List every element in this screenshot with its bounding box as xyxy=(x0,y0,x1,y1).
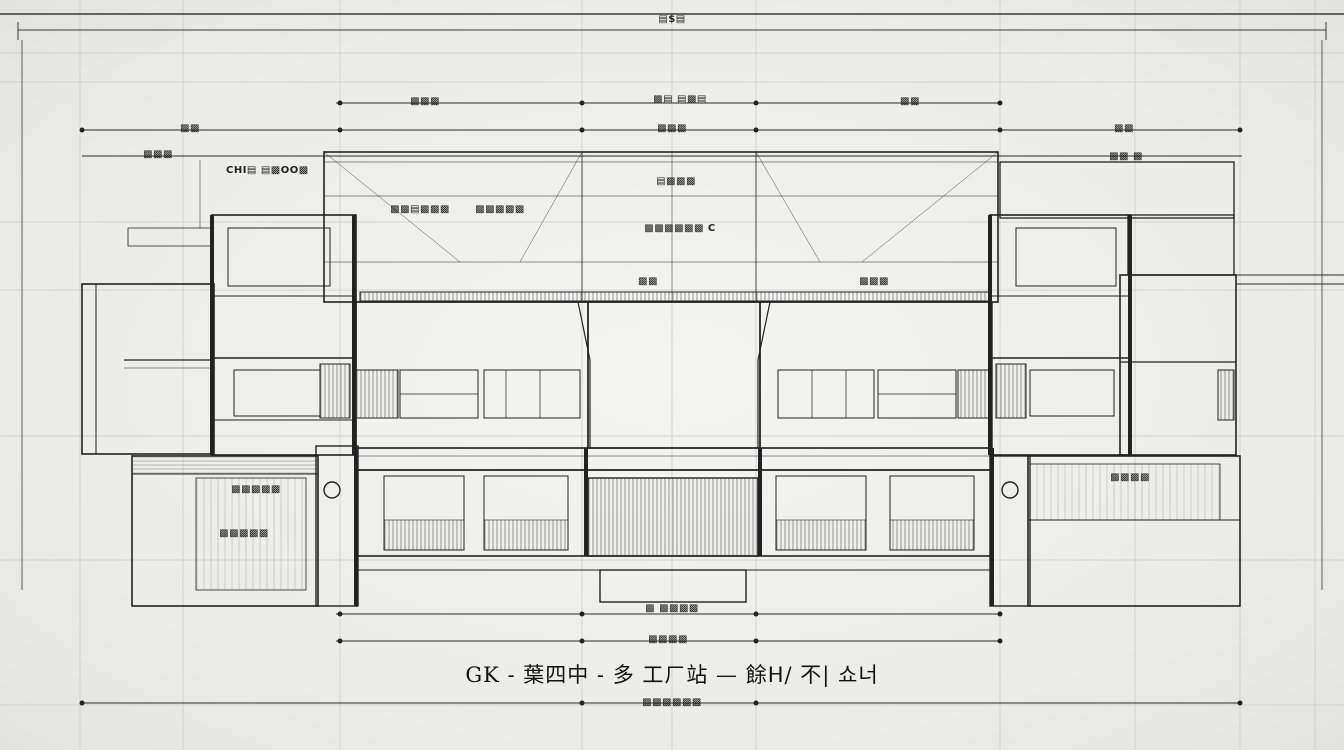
scale-label: ▩▩▩▩▩▩ xyxy=(642,697,702,708)
left-wing xyxy=(81,160,357,456)
dimension-label: ▩▩▩▩ xyxy=(648,634,688,645)
room-label: ▤▩▩▩ xyxy=(656,176,696,187)
dimension-label: ▩▤ ▤▩▤ xyxy=(653,94,707,105)
room-label: ▩▩▤▩▩▩ xyxy=(390,204,450,215)
dimension-label: ▩▩▩ xyxy=(657,123,687,134)
dimension-label: ▩▩ xyxy=(1114,123,1134,134)
sheet-label: ▤$▤ xyxy=(658,14,686,25)
dimension-lines xyxy=(82,102,1344,704)
roof-eave xyxy=(359,291,991,302)
dimension-label: ▩ ▩▩▩▩ xyxy=(645,603,699,614)
dimension-label: ▩▩ xyxy=(900,96,920,107)
room-label: ▩▩▩▩ xyxy=(1110,472,1150,483)
structural-columns xyxy=(210,215,1132,606)
drawing-title: GK - 葉四中 - 多 工ㄏ站 — 餘ᕼ/ 不| 쇼너 xyxy=(465,663,879,687)
center-upper xyxy=(319,301,1027,449)
sheet-border xyxy=(0,13,1344,590)
room-label: ▩▩▩ xyxy=(859,276,889,287)
ch-block-label: CHI▤ ▤▩OO▩ xyxy=(226,165,309,176)
room-label: ▩▩ xyxy=(638,276,658,287)
room-label: ▩▩▩▩▩ xyxy=(475,204,525,215)
right-wing xyxy=(989,161,1237,456)
dimension-label: ▩▩▩ xyxy=(143,149,173,160)
room-label: ▩▩▩▩▩▩ C xyxy=(644,223,716,234)
room-label: ▩▩▩▩▩ xyxy=(231,484,281,495)
dimension-ticks xyxy=(79,100,1243,706)
room-label: ▩▩▩▩▩ xyxy=(219,528,269,539)
dimension-label: ▩▩ xyxy=(180,123,200,134)
dimension-label: ▩▩ ▩ xyxy=(1109,151,1143,162)
ground-floor xyxy=(131,445,1241,607)
dimension-label: ▩▩▩ xyxy=(410,96,440,107)
